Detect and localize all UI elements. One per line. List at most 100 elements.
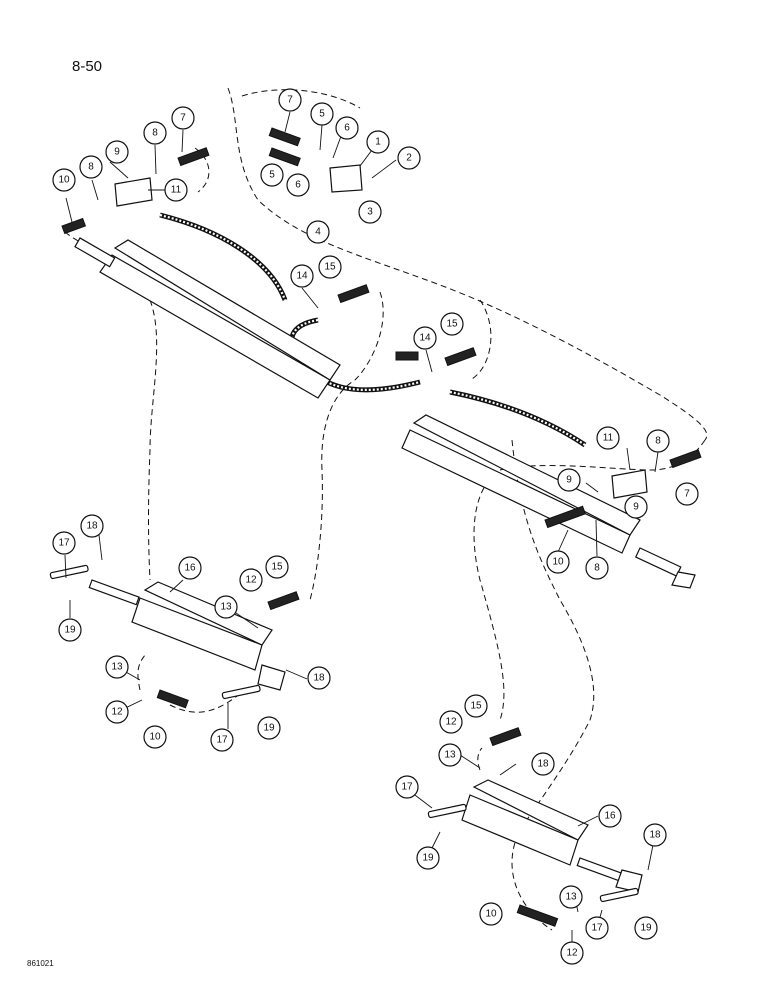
callout-1: 1 <box>366 130 390 154</box>
svg-text:17: 17 <box>58 538 70 549</box>
svg-text:13: 13 <box>220 602 232 613</box>
lower-right-cylinder <box>461 779 643 893</box>
svg-text:11: 11 <box>171 185 182 196</box>
svg-text:13: 13 <box>565 892 577 903</box>
svg-text:14: 14 <box>419 333 431 344</box>
callout-14-middle: 14 <box>290 264 314 288</box>
callout-7-upper-center: 7 <box>278 88 302 112</box>
svg-text:18: 18 <box>313 673 325 684</box>
callout-15-lower-left: 15 <box>265 555 289 579</box>
callout-15-lower-right: 15 <box>464 694 488 718</box>
svg-text:18: 18 <box>537 759 549 770</box>
callout-8-upper-left-2: 8 <box>79 155 103 179</box>
svg-text:13: 13 <box>444 750 456 761</box>
svg-text:12: 12 <box>111 707 123 718</box>
svg-text:16: 16 <box>604 811 616 822</box>
callout-2: 2 <box>397 146 421 170</box>
document-code: 861021 <box>27 959 54 968</box>
svg-text:7: 7 <box>287 95 293 106</box>
callout-11-upper-left: 11 <box>164 178 188 202</box>
svg-text:6: 6 <box>344 123 350 134</box>
upper-left-cylinder <box>74 237 341 399</box>
callout-6-upper: 6 <box>335 116 359 140</box>
svg-text:12: 12 <box>445 717 457 728</box>
hose-ends <box>61 127 702 927</box>
callout-16-lower-left: 16 <box>178 556 202 580</box>
lower-left-cylinder <box>88 579 286 691</box>
svg-text:19: 19 <box>64 625 76 636</box>
callout-17-lower-right-b: 17 <box>585 916 609 940</box>
callout-19-lower-right-b: 19 <box>634 916 658 940</box>
svg-text:4: 4 <box>315 227 321 238</box>
callout-13-lower-left-b: 13 <box>105 655 129 679</box>
svg-text:10: 10 <box>58 175 70 186</box>
callout-13-lower-right-b: 13 <box>559 885 583 909</box>
svg-text:17: 17 <box>401 782 413 793</box>
svg-text:19: 19 <box>640 923 652 934</box>
bolts <box>49 564 639 903</box>
svg-text:10: 10 <box>485 909 497 920</box>
page-number: 8-50 <box>72 58 103 75</box>
callout-16-lower-right: 16 <box>598 804 622 828</box>
callout-9-upper-left: 9 <box>105 140 129 164</box>
svg-text:6: 6 <box>295 180 301 191</box>
callout-3: 3 <box>358 200 382 224</box>
svg-text:10: 10 <box>552 557 564 568</box>
callout-group: 7 5 6 1 2 5 6 3 4 8 7 9 10 8 11 14 15 14… <box>52 88 699 965</box>
callout-15-right: 15 <box>440 312 464 336</box>
callout-10-lower-right: 10 <box>479 902 503 926</box>
svg-text:19: 19 <box>263 723 275 734</box>
callout-19-lower-left: 19 <box>58 618 82 642</box>
callout-10-lower-left: 10 <box>143 725 167 749</box>
svg-text:5: 5 <box>319 109 325 120</box>
svg-text:12: 12 <box>245 575 257 586</box>
svg-text:8: 8 <box>152 128 158 139</box>
callout-17-lower-left-b: 17 <box>210 728 234 752</box>
svg-text:9: 9 <box>633 502 639 513</box>
svg-text:17: 17 <box>216 735 228 746</box>
callout-13-lower-right-a: 13 <box>438 743 462 767</box>
svg-text:19: 19 <box>422 853 434 864</box>
svg-text:18: 18 <box>86 521 98 532</box>
callout-9-right-a: 9 <box>557 468 581 492</box>
svg-text:8: 8 <box>594 563 600 574</box>
callout-12-lower-left-b: 12 <box>105 700 129 724</box>
callout-18-lower-right-a: 18 <box>531 752 555 776</box>
svg-text:16: 16 <box>184 563 196 574</box>
callout-5-upper: 5 <box>310 102 334 126</box>
callout-8-right-2: 8 <box>585 556 609 580</box>
svg-text:14: 14 <box>296 271 308 282</box>
svg-text:7: 7 <box>180 113 186 124</box>
callout-14-right: 14 <box>413 326 437 350</box>
svg-text:17: 17 <box>591 923 603 934</box>
callout-13-lower-left-a: 13 <box>214 595 238 619</box>
callout-11-right: 11 <box>596 426 620 450</box>
svg-text:13: 13 <box>111 662 123 673</box>
callout-12-lower-left: 12 <box>239 568 263 592</box>
callout-18-lower-left: 18 <box>80 514 104 538</box>
callout-10-right: 10 <box>546 550 570 574</box>
svg-text:12: 12 <box>566 948 578 959</box>
svg-text:8: 8 <box>88 162 94 173</box>
svg-text:15: 15 <box>324 262 336 273</box>
svg-text:9: 9 <box>566 475 572 486</box>
callout-15-middle: 15 <box>318 255 342 279</box>
callout-12-lower-right: 12 <box>439 710 463 734</box>
callout-19-lower-right-a: 19 <box>416 846 440 870</box>
callout-5-lower: 5 <box>260 163 284 187</box>
svg-text:2: 2 <box>406 153 412 164</box>
callout-17-lower-left: 17 <box>52 531 76 555</box>
callout-12-lower-right-b: 12 <box>560 941 584 965</box>
svg-text:11: 11 <box>603 433 614 444</box>
callout-10-upper-left: 10 <box>52 168 76 192</box>
callout-7-right: 7 <box>675 482 699 506</box>
svg-text:3: 3 <box>367 207 373 218</box>
svg-text:1: 1 <box>375 137 381 148</box>
svg-text:5: 5 <box>269 170 275 181</box>
callout-8-right: 8 <box>646 429 670 453</box>
callout-18-lower-right-b: 18 <box>643 823 667 847</box>
svg-text:15: 15 <box>271 562 283 573</box>
svg-text:8: 8 <box>655 436 661 447</box>
callout-19-lower-left-b: 19 <box>257 716 281 740</box>
